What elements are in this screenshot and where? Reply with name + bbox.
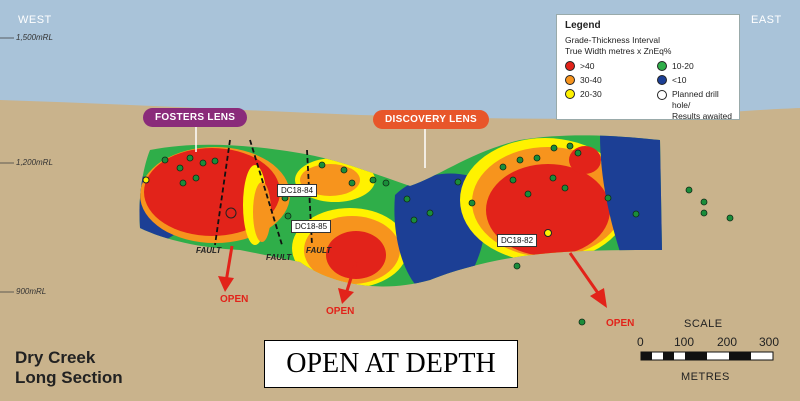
- hole-dc18-82: DC18-82: [497, 234, 538, 247]
- elevation-1200: 1,200mRL: [16, 158, 53, 167]
- legend-item-label: 20-30: [580, 89, 602, 99]
- open-arrows: [218, 245, 607, 308]
- open-label-east: OPEN: [606, 318, 635, 329]
- legend-item-lt10: <10: [657, 75, 686, 85]
- legend-item-label: <10: [672, 75, 687, 85]
- section-title-line-2: Long Section: [15, 368, 123, 387]
- legend-item-20-30: 20-30: [565, 89, 602, 99]
- drill-intercepts: [161, 142, 734, 326]
- east-label: EAST: [751, 14, 782, 26]
- elevation-900: 900mRL: [16, 287, 47, 296]
- legend-panel: Legend Grade-Thickness Interval True Wid…: [556, 14, 740, 122]
- scale-tick-300: 300: [759, 335, 780, 349]
- legend-item-gt40: >40: [565, 61, 594, 71]
- legend-planned-line-1: Planned drill hole/: [671, 89, 719, 110]
- fault-label-1: FAULT: [196, 246, 222, 255]
- legend-item-planned: Planned drill hole/ Results awaited: [657, 89, 739, 122]
- elevation-1500: 1,500mRL: [16, 33, 53, 42]
- fosters-lens-label: FOSTERS LENS: [143, 108, 248, 127]
- section-title-line-1: Dry Creek: [15, 348, 96, 367]
- scale-title: SCALE: [684, 318, 723, 330]
- section-title: Dry Creek Long Section: [15, 348, 123, 388]
- legend-item-label: >40: [580, 61, 595, 71]
- swatch-icon: [565, 89, 575, 99]
- fault-label-3: FAULT: [306, 246, 332, 255]
- legend-title: Legend: [565, 20, 601, 31]
- hole-dc18-85: DC18-85: [291, 220, 332, 233]
- fault-line: [249, 139, 283, 246]
- legend-item-label: 10-20: [672, 61, 694, 71]
- fault-label-2: FAULT: [266, 253, 292, 262]
- planned-holes: [142, 176, 552, 237]
- scale-tick-200: 200: [717, 335, 738, 349]
- open-label-central: OPEN: [326, 306, 355, 317]
- legend-subtitle-1: Grade-Thickness Interval: [565, 35, 660, 45]
- legend-planned-text: Planned drill hole/ Results awaited: [672, 89, 739, 122]
- legend-item-30-40: 30-40: [565, 75, 602, 85]
- hole-dc18-84: DC18-84: [277, 184, 318, 197]
- legend-item-label: 30-40: [580, 75, 602, 85]
- open-label-west: OPEN: [220, 294, 249, 305]
- scale-tick-100: 100: [674, 335, 695, 349]
- swatch-icon: [657, 75, 667, 85]
- swatch-icon: [565, 75, 575, 85]
- discovery-lens-label: DISCOVERY LENS: [373, 110, 489, 129]
- scale-bar: [640, 351, 774, 361]
- swatch-icon: [565, 61, 575, 71]
- banner-text: OPEN AT DEPTH: [286, 348, 496, 379]
- legend-planned-line-2: Results awaited: [671, 111, 732, 121]
- fault-line: [214, 139, 231, 246]
- legend-subtitle-2: True Width metres x ZnEq%: [565, 46, 672, 56]
- planned-hole-icon: [657, 90, 667, 100]
- legend-item-10-20: 10-20: [657, 61, 694, 71]
- open-at-depth-banner: OPEN AT DEPTH: [264, 340, 518, 388]
- scale-tick-0: 0: [637, 335, 644, 349]
- west-label: WEST: [18, 14, 52, 26]
- scale-unit: METRES: [681, 371, 730, 383]
- swatch-icon: [657, 61, 667, 71]
